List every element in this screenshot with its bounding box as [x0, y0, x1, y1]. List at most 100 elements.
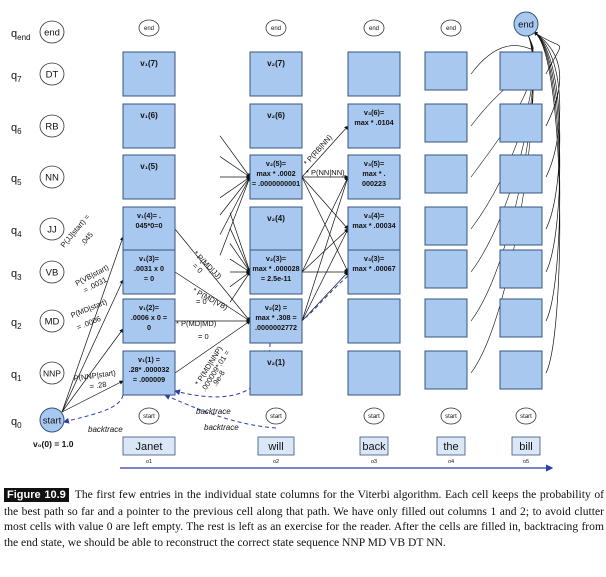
cell-value-text: v₁(2)=	[139, 303, 159, 312]
empty-viterbi-cell	[499, 298, 543, 338]
cell-value-text: max * .00067	[352, 264, 395, 273]
cell-value-text: 000223	[362, 179, 386, 188]
word-box-4	[436, 436, 466, 456]
column-start-label: start	[368, 414, 380, 420]
cell-value-text: = 0	[144, 274, 154, 283]
empty-viterbi-cell	[424, 51, 468, 91]
cell-value-text: v₁(3)=	[139, 254, 159, 263]
state-node-text: NNP	[43, 369, 61, 379]
column-end-node	[265, 19, 287, 37]
final-end-label: end	[518, 20, 534, 31]
empty-viterbi-cell	[424, 103, 468, 143]
cell-value-text: v₃(4)=	[364, 211, 384, 220]
word-box-3	[359, 436, 389, 456]
state-node-text: end	[44, 28, 60, 39]
final-end-node	[513, 11, 539, 37]
column-start-label: start	[270, 414, 282, 420]
viterbi-cell	[347, 51, 401, 97]
empty-viterbi-cell	[499, 154, 543, 194]
state-node-text: RB	[45, 122, 58, 133]
cell-value-text: v₁(7)	[140, 59, 158, 68]
label-p-jj-start-val: .045	[79, 230, 95, 247]
figure-label: Figure 10.9	[4, 488, 69, 502]
state-node-text: VB	[46, 268, 59, 279]
cell-value-text: v₂(6)	[267, 111, 285, 120]
cell-value-text: v₂(7)	[267, 59, 285, 68]
observation-index: o5	[523, 459, 529, 465]
state-node-rb	[39, 114, 65, 138]
state-label-NN: q5	[11, 173, 22, 187]
cell-value-text: = .0000000001	[252, 179, 300, 188]
column-start-node	[440, 407, 462, 425]
state-label-RB: q6	[11, 122, 22, 136]
empty-viterbi-cell	[424, 298, 468, 338]
viterbi-cell	[122, 154, 176, 200]
observation-index: o1	[146, 459, 152, 465]
viterbi-cell	[122, 103, 176, 149]
column-start-node	[515, 407, 537, 425]
start-state-node	[39, 407, 65, 433]
cell-value-text: v₁(4)= .	[137, 211, 161, 220]
column-end-label: end	[271, 26, 281, 32]
viterbi-cell	[249, 103, 303, 149]
state-label-NNP: q1	[11, 369, 22, 383]
column-end-node	[440, 19, 462, 37]
empty-viterbi-cell	[499, 103, 543, 143]
word-text: the	[443, 441, 458, 453]
column-start-node	[363, 407, 385, 425]
cell-value-text: .0031 x 0	[134, 264, 164, 273]
cell-value-text: max * .00034	[352, 221, 395, 230]
start-state-label: start	[43, 416, 62, 427]
label-p-md-md-val: = 0	[198, 332, 209, 341]
state-node-nnp	[39, 361, 65, 385]
column-end-label: end	[144, 26, 154, 32]
observation-index: o4	[448, 459, 454, 465]
cell-value-text: max * .000028	[252, 264, 299, 273]
cell-value-text: v₂(4)	[267, 214, 285, 223]
viterbi-cell	[347, 298, 401, 344]
empty-viterbi-cell	[424, 206, 468, 246]
cell-value-text: max * .0104	[354, 118, 393, 127]
column-start-node	[265, 407, 287, 425]
state-node-nn	[39, 165, 65, 189]
state-node-md	[39, 309, 65, 333]
cell-value-text: v₂(3)=	[266, 254, 286, 263]
observation-index: o3	[371, 459, 377, 465]
label-p-md-start: P(MD|start)	[69, 297, 108, 320]
v0-label: v₀(0) = 1.0	[33, 439, 74, 449]
cell-value-text: .28* .000032	[129, 365, 170, 374]
cell-value-text: 0	[147, 323, 151, 332]
viterbi-cell	[249, 350, 303, 396]
cell-value-text: v₁(1) =	[138, 355, 160, 364]
viterbi-cell	[122, 350, 176, 396]
viterbi-cell	[347, 103, 401, 149]
empty-viterbi-cell	[424, 249, 468, 289]
caption-text: The first few entries in the individual …	[4, 488, 605, 549]
word-box-2	[257, 436, 295, 456]
column-start-label: start	[143, 414, 155, 420]
viterbi-cell	[249, 298, 303, 344]
state-node-end	[39, 20, 65, 44]
state-label-VB: q3	[11, 268, 22, 282]
cell-value-text: v₃(5)=	[364, 159, 384, 168]
cell-value-text: max * .	[362, 169, 385, 178]
viterbi-cell	[347, 249, 401, 295]
column-start-label: start	[445, 414, 457, 420]
empty-viterbi-cell	[499, 350, 543, 390]
viterbi-cell	[347, 350, 401, 396]
viterbi-cell	[122, 51, 176, 97]
word-box-1	[122, 436, 176, 456]
viterbi-cell	[249, 51, 303, 97]
cell-value-text: v₂(2) =	[265, 303, 287, 312]
state-node-text: MD	[45, 317, 60, 328]
empty-viterbi-cell	[499, 206, 543, 246]
observation-index: o2	[273, 459, 279, 465]
word-text: bill	[519, 441, 532, 453]
backtrace-label-3: backtrace	[88, 425, 123, 434]
state-label-MD: q2	[11, 317, 22, 331]
cell-value-text: v₂(5)=	[266, 159, 286, 168]
cell-value-text: v₁(6)	[140, 111, 158, 120]
viterbi-cell	[347, 206, 401, 252]
